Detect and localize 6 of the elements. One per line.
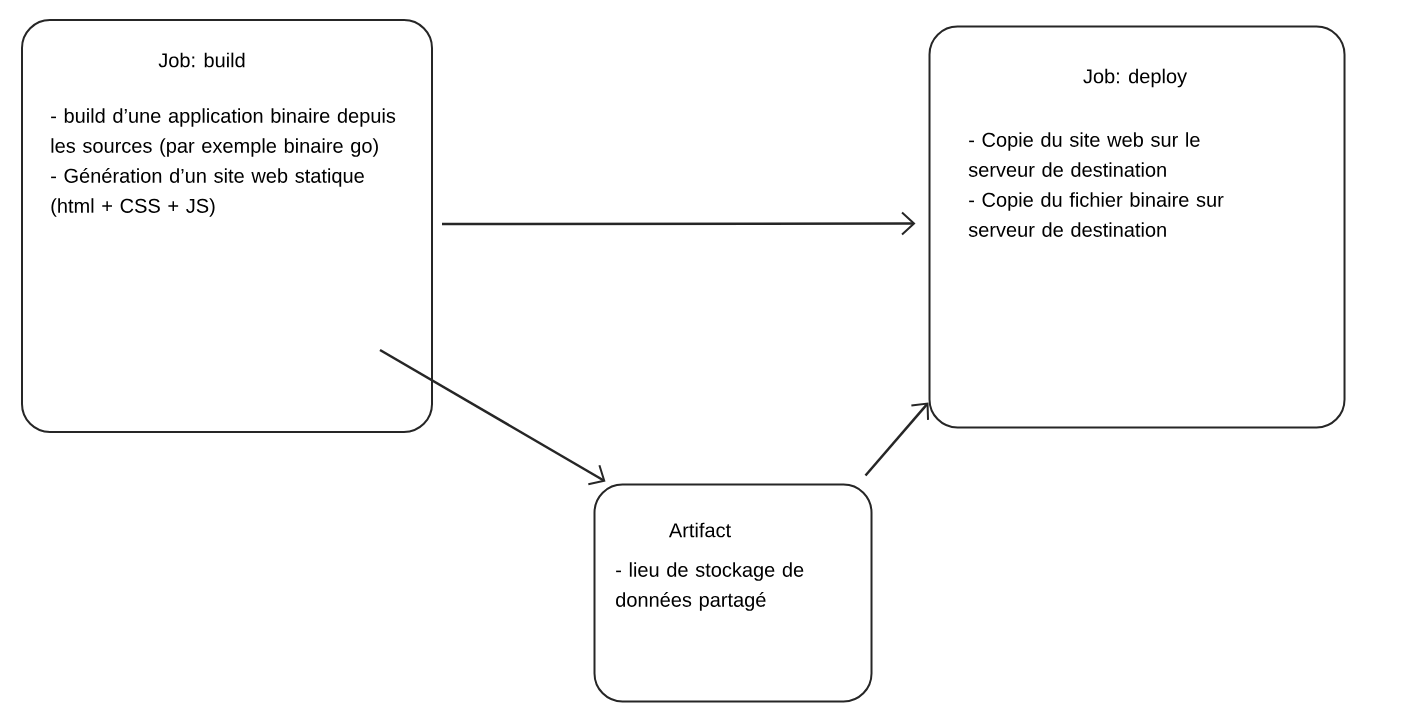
process-box: Artifact - lieu de stockage de données partagé: [593, 483, 873, 703]
process-box: Job: build - build d’une application binaire depuis les sources (par exemple binaire go) - Génération d’un site web statique (html + CSS + JS): [21, 19, 433, 433]
arrow: [864, 402, 930, 477]
arrow: [379, 348, 606, 486]
process-box: Job: deploy - Copie du site web sur le serveur de destination - Copie du fichier binaire sur serveur de destination: [928, 25, 1346, 429]
arrow: [442, 211, 916, 236]
